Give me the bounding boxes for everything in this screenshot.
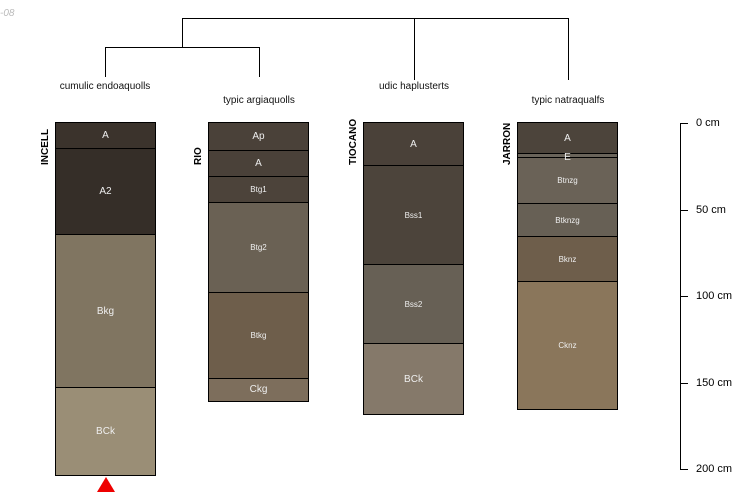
horizon: Btnzg bbox=[517, 157, 618, 205]
horizon: Btknzg bbox=[517, 204, 618, 238]
axis-tick bbox=[680, 296, 688, 297]
horizon: Bss1 bbox=[363, 166, 464, 265]
horizon-label: A2 bbox=[99, 186, 112, 198]
axis-tick bbox=[680, 382, 688, 384]
horizon: A bbox=[363, 122, 464, 167]
horizon: A bbox=[208, 150, 309, 177]
horizon-label: A bbox=[102, 129, 109, 141]
horizon-label: Btnzg bbox=[557, 175, 578, 185]
horizon-label: Btg2 bbox=[250, 242, 267, 252]
horizon: A bbox=[55, 122, 156, 149]
dendro-line bbox=[259, 47, 260, 77]
axis-tick-label: 150 cm bbox=[696, 376, 733, 389]
profile-name: RIO bbox=[193, 147, 204, 165]
taxon-label: typic natraqualfs bbox=[531, 95, 605, 106]
axis-tick-label: 200 cm bbox=[696, 463, 733, 475]
taxon-label: cumulic endoaquolls bbox=[59, 81, 151, 92]
horizon-label: Cknz bbox=[558, 341, 577, 351]
profile-name: TIOCANO bbox=[348, 118, 359, 165]
horizon: Ckg bbox=[208, 379, 309, 402]
horizon: A bbox=[517, 122, 618, 155]
dendro-line bbox=[182, 18, 183, 47]
horizon-label: E bbox=[564, 151, 571, 163]
horizon: Bknz bbox=[517, 237, 618, 283]
profile-name: JARRON bbox=[502, 122, 513, 165]
dendro-line bbox=[414, 18, 415, 80]
axis-tick-label: 0 cm bbox=[696, 117, 720, 129]
axis-tick-label: 50 cm bbox=[696, 203, 726, 216]
horizon-label: Bss2 bbox=[404, 299, 423, 309]
dendro-line bbox=[568, 18, 569, 80]
profile-name: INCELL bbox=[40, 128, 51, 165]
taxon-label: udic haplusterts bbox=[378, 81, 450, 92]
horizon-label: BCk bbox=[404, 373, 423, 385]
axis-tick bbox=[680, 209, 688, 211]
dendro-line bbox=[105, 47, 106, 77]
horizon: A2 bbox=[55, 148, 156, 236]
corner-text: -08 bbox=[0, 8, 15, 19]
horizon: Cknz bbox=[517, 282, 618, 411]
horizon: BCk bbox=[55, 387, 156, 476]
horizon-label: Ap bbox=[252, 130, 265, 142]
horizon-label: Bss1 bbox=[404, 210, 423, 220]
horizon-label: Bkg bbox=[96, 305, 115, 317]
horizon: Bss2 bbox=[363, 264, 464, 345]
horizon-label: Btkg bbox=[250, 330, 267, 340]
axis-tick bbox=[680, 469, 688, 470]
horizon-label: Btg1 bbox=[250, 184, 267, 194]
dendro-line bbox=[182, 18, 569, 19]
horizon: E bbox=[517, 152, 618, 163]
horizon: BCk bbox=[363, 344, 464, 416]
horizon-label: A bbox=[410, 138, 417, 150]
horizon: Btg1 bbox=[208, 176, 309, 203]
horizon: Btkg bbox=[208, 292, 309, 380]
horizon-label: Ckg bbox=[249, 384, 268, 396]
horizon-label: Btknzg bbox=[555, 215, 580, 225]
axis-tick bbox=[680, 123, 688, 124]
horizon-label: BCk bbox=[96, 425, 115, 437]
horizon: Ap bbox=[208, 122, 309, 151]
horizon: Bkg bbox=[55, 235, 156, 388]
axis-tick-label: 100 cm bbox=[696, 290, 733, 302]
horizon: Btg2 bbox=[208, 202, 309, 293]
taxon-label: typic argiaquolls bbox=[223, 95, 295, 106]
red-triangle-icon bbox=[96, 476, 115, 492]
horizon-label: A bbox=[564, 132, 571, 144]
horizon-label: A bbox=[255, 157, 262, 169]
dendro-line bbox=[105, 47, 260, 48]
horizon-label: Bknz bbox=[558, 254, 577, 264]
